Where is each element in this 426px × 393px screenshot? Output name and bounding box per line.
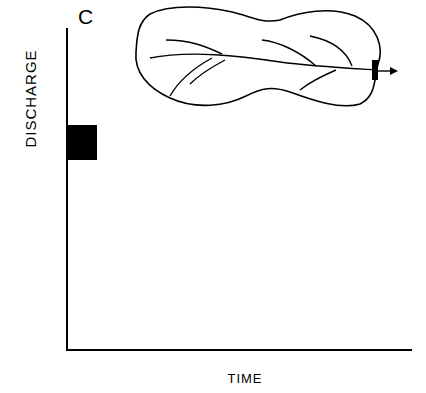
stream-network bbox=[150, 36, 376, 96]
panel-letter: C bbox=[78, 6, 93, 27]
x-axis bbox=[66, 349, 412, 351]
discharge-block bbox=[67, 125, 97, 160]
axis-label: TIME bbox=[227, 372, 262, 385]
outflow-arrowhead bbox=[390, 67, 398, 75]
outlet-gauge bbox=[372, 60, 378, 80]
watershed-outline bbox=[136, 7, 380, 106]
y-axis bbox=[66, 28, 68, 350]
axis-label: DISCHARGE bbox=[23, 49, 38, 147]
outflow-arrow bbox=[378, 70, 392, 71]
